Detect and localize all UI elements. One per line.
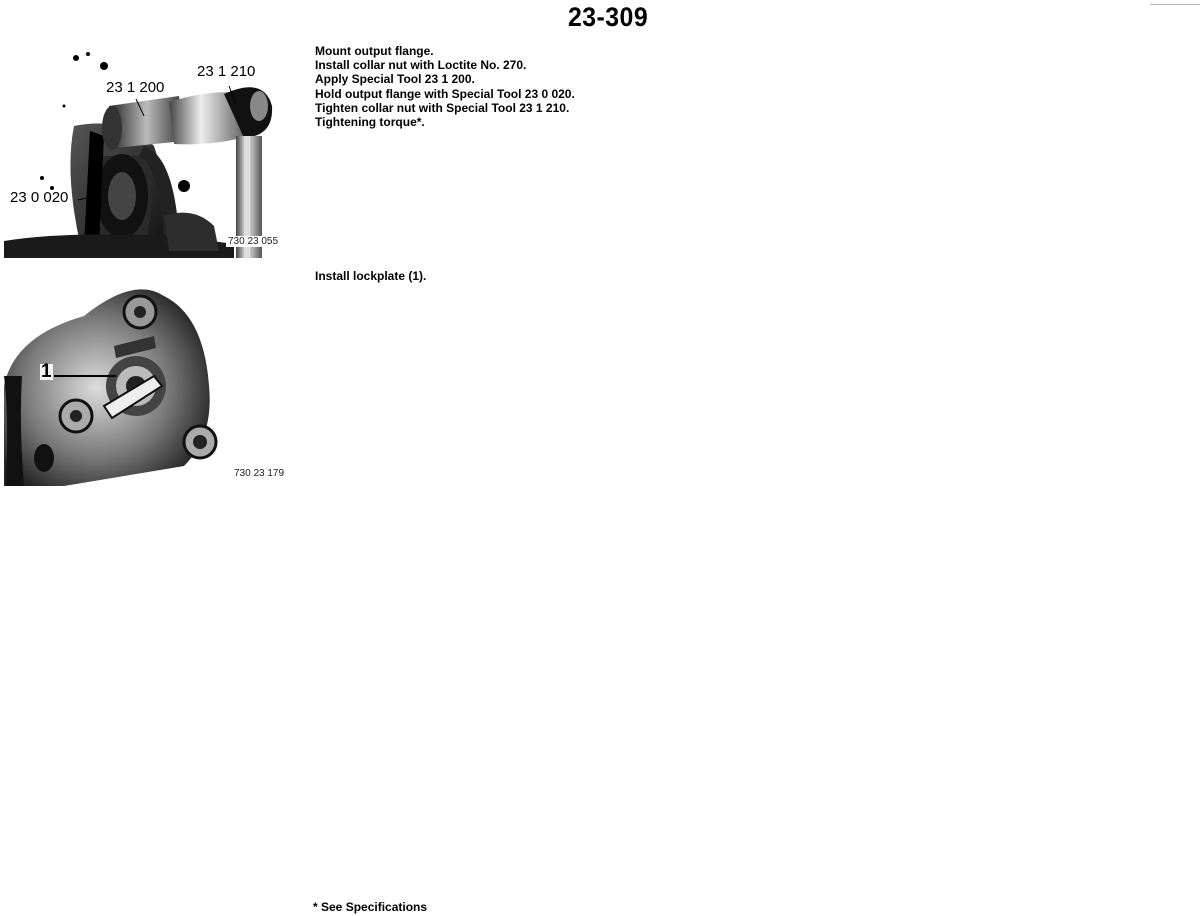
figure-code-2: 730 23 179 [232,468,287,479]
output-flange-photo [4,52,273,258]
callout-tool-23-0-020: 23 0 020 [9,189,70,206]
step-1-line-6: Tightening torque*. [315,115,425,130]
callout-tool-23-1-200: 23 1 200 [105,79,166,96]
footnote: * See Specifications [313,900,428,914]
figure-lockplate: 1 730 23 179 [4,276,296,490]
step-1-instructions: Mount output flange. Install collar nut … [315,44,575,129]
lockplate-photo [4,289,218,486]
step-2-line-1: Install lockplate (1). [315,269,427,283]
step-1-line-1: Mount output flange. [315,44,434,58]
figure-output-flange-tools: 23 1 210 23 1 200 23 0 020 730 23 055 [4,36,296,258]
step-1-line-3: Apply Special Tool 23 1 200. [315,72,475,87]
step-1-line-2: Install collar nut with Loctite No. 270. [315,58,527,73]
figure-code-1: 730 23 055 [226,236,281,247]
top-edge-rule [1150,4,1200,5]
callout-tool-23-1-210: 23 1 210 [196,63,257,80]
step-2-instructions: Install lockplate (1). [315,269,426,283]
callout-lockplate-1: 1 [40,361,53,382]
step-1-line-5: Tighten collar nut with Special Tool 23 … [315,100,570,115]
step-1-line-4: Hold output flange with Special Tool 23 … [315,86,575,101]
page-number: 23-309 [568,2,649,32]
